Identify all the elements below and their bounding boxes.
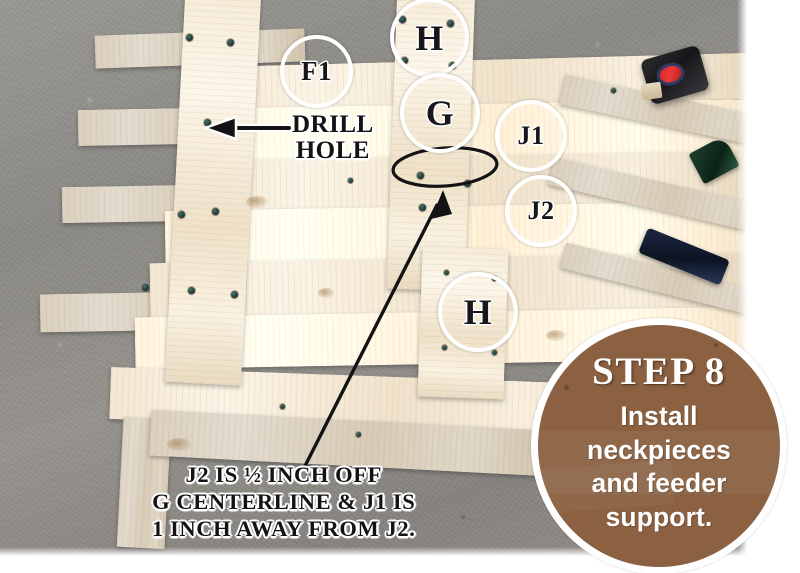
part-label-f1: F1 <box>280 35 353 108</box>
part-label-h-top: H <box>390 0 469 77</box>
step-badge-body-line1: Install <box>620 401 698 431</box>
screw <box>186 34 193 41</box>
part-label-h-top-text: H <box>415 17 444 58</box>
badge-speck <box>714 343 718 347</box>
part-label-g: G <box>400 73 480 153</box>
part-label-h-bottom: H <box>438 272 518 352</box>
screw <box>611 88 616 93</box>
screw <box>204 119 211 126</box>
screw <box>444 270 449 275</box>
screw <box>348 178 353 183</box>
part-label-g-text: G <box>425 93 455 133</box>
screw <box>227 39 234 46</box>
screw <box>356 432 361 437</box>
step-badge-title: STEP 8 <box>592 350 726 393</box>
screw <box>178 211 185 218</box>
step-badge-body: Install neckpieces and feeder support. <box>587 400 731 535</box>
part-label-j1: J1 <box>495 100 567 172</box>
wood-knot <box>318 288 334 298</box>
badge-speck <box>564 385 569 390</box>
measurement-caption: J2 IS ½ INCH OFF G CENTERLINE & J1 IS 1 … <box>152 462 415 542</box>
part-label-f1-text: F1 <box>301 56 332 86</box>
part-label-j1-text: J1 <box>517 121 545 150</box>
screw <box>464 180 471 187</box>
step-badge-body-line2: neckpieces <box>587 434 731 465</box>
part-label-h-bottom-text: H <box>463 292 493 332</box>
measurement-caption-line3: 1 INCH AWAY FROM J2. <box>152 515 416 541</box>
part-label-j2: J2 <box>505 175 577 247</box>
wood-knot <box>167 438 191 451</box>
part-label-j2-text: J2 <box>527 196 555 225</box>
screw <box>492 350 497 355</box>
step-badge-body-line3: and feeder <box>591 468 727 499</box>
measurement-caption-line1: J2 IS ½ INCH OFF <box>185 462 382 487</box>
photo-right-edge-fade <box>737 0 747 556</box>
drill-hole-label-line2: HOLE <box>295 136 370 164</box>
project-photo: F1 H G J1 J2 H DRILL HOLE J2 IS ½ INCH O… <box>0 0 747 556</box>
screw <box>212 208 219 215</box>
screw <box>142 284 149 291</box>
measurement-caption-line2: G CENTERLINE & J1 IS <box>152 488 416 514</box>
screw <box>280 404 285 409</box>
screw <box>188 287 195 294</box>
drill-hole-label-line1: DRILL <box>292 111 374 138</box>
screw <box>231 291 238 298</box>
step-badge: STEP 8 Install neckpieces and feeder sup… <box>531 318 787 573</box>
drill-hole-label: DRILL HOLE <box>292 112 374 163</box>
photo-bottom-edge-fade <box>0 547 747 556</box>
screw <box>442 345 447 350</box>
wood-knot <box>546 330 566 341</box>
screw <box>417 172 424 179</box>
step-badge-body-line4: support. <box>605 501 713 532</box>
wood-knot <box>246 196 268 208</box>
screw <box>419 204 426 211</box>
